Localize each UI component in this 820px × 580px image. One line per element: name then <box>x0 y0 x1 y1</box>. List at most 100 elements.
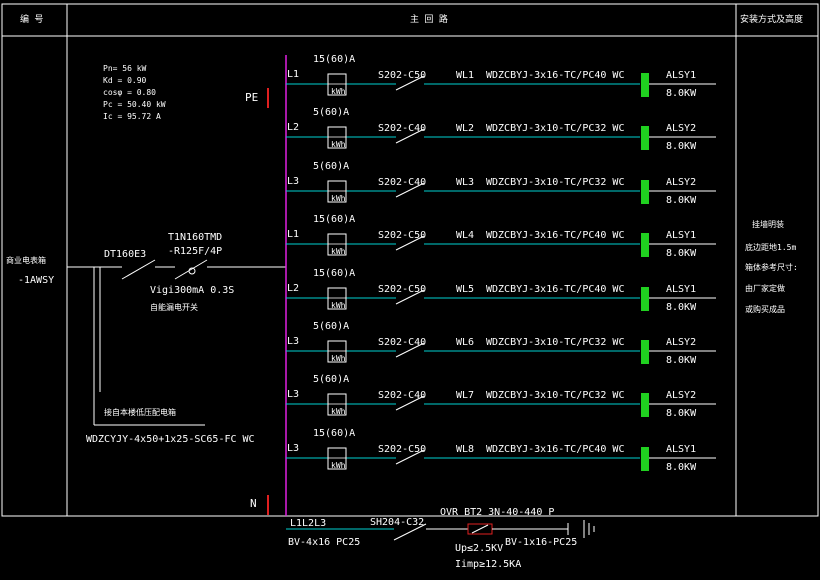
load-name: ALSY1 <box>666 230 697 241</box>
meter-symbol: kWh <box>331 461 346 470</box>
breaker-contact <box>395 342 425 358</box>
meter-symbol: kWh <box>331 87 346 96</box>
load-terminal <box>641 393 649 417</box>
breaker-contact <box>395 395 425 411</box>
load-name: ALSY2 <box>666 337 697 348</box>
circuit-cable: WDZCBYJ-3x16-TC/PC40 WC <box>486 284 625 295</box>
param-pn: Pn= 56 kW <box>103 64 147 73</box>
load-terminal <box>641 447 649 471</box>
load-name: ALSY2 <box>666 123 697 134</box>
circuit-phase: L1 <box>287 69 300 80</box>
meter-symbol: kWh <box>331 140 346 149</box>
breaker-model: S202-C50 <box>378 230 427 241</box>
header-number: 编 号 <box>20 15 44 25</box>
breaker-model: S202-C50 <box>378 444 427 455</box>
meter-box <box>327 340 347 363</box>
circuit-phase: L3 <box>287 389 300 400</box>
circuit-id: WL4 <box>456 230 475 241</box>
meter-symbol: kWh <box>331 247 346 256</box>
circuit-id: WL7 <box>456 390 475 401</box>
circuit-id: WL5 <box>456 284 475 295</box>
cable-note: 接自本楼低压配电箱 <box>104 408 176 417</box>
auto-switch-label: 自能漏电开关 <box>150 303 198 312</box>
breaker-label-2: -R125F/4P <box>168 246 223 257</box>
meter-box <box>327 73 347 96</box>
panel-id: -1AWSY <box>18 275 55 286</box>
circuit-cable: WDZCBYJ-3x10-TC/PC32 WC <box>486 123 625 134</box>
load-terminal <box>641 233 649 257</box>
circuit-cable: WDZCBYJ-3x16-TC/PC40 WC <box>486 230 625 241</box>
load-terminal <box>641 287 649 311</box>
breaker-label-1: T1N160TMD <box>168 232 223 243</box>
install-note-4: 由厂家定做 <box>745 284 785 293</box>
load-power: 8.0KW <box>666 302 697 313</box>
load-power: 8.0KW <box>666 248 697 259</box>
circuit-phase: L3 <box>287 443 300 454</box>
header-install: 安装方式及高度 <box>740 15 804 25</box>
n-label: N <box>250 497 257 510</box>
circuit-cable: WDZCBYJ-3x10-TC/PC32 WC <box>486 177 625 188</box>
load-name: ALSY1 <box>666 284 697 295</box>
breaker-model: S202-C50 <box>378 284 427 295</box>
load-name: ALSY2 <box>666 177 697 188</box>
param-pc: Pc = 50.40 kW <box>103 100 166 109</box>
header-main-circuit: 主 回 路 <box>410 15 448 25</box>
load-terminal <box>641 73 649 97</box>
breaker-model: S202-C40 <box>378 177 427 188</box>
load-name: ALSY1 <box>666 70 697 81</box>
spd-limp: Iimp≥12.5KA <box>455 559 522 570</box>
spd-phases: L1L2L3 <box>290 518 327 529</box>
circuit-phase: L1 <box>287 229 300 240</box>
load-name: ALSY1 <box>666 444 697 455</box>
meter-rating: 15(60)A <box>313 428 356 439</box>
breaker-contact <box>395 289 425 305</box>
circuit-id: WL8 <box>456 444 475 455</box>
circuit-cable: WDZCBYJ-3x16-TC/PC40 WC <box>486 444 625 455</box>
pe-label: PE <box>245 91 259 104</box>
meter-box <box>327 180 347 203</box>
param-ic: Ic = 95.72 A <box>103 112 161 121</box>
meter-rating: 15(60)A <box>313 214 356 225</box>
load-terminal <box>641 126 649 150</box>
incoming-feeder <box>67 259 286 426</box>
frame <box>1 3 819 517</box>
meter-rating: 15(60)A <box>313 54 356 65</box>
load-power: 8.0KW <box>666 141 697 152</box>
meter-box <box>327 393 347 416</box>
meter-rating: 5(60)A <box>313 161 350 172</box>
install-note-3: 箱体参考尺寸: <box>745 263 798 272</box>
spd-breaker: SH204-C32 <box>370 517 425 528</box>
meter-symbol: kWh <box>331 407 346 416</box>
circuit-phase: L3 <box>287 336 300 347</box>
breaker-contact <box>395 235 425 251</box>
install-note-5: 或购买成品 <box>745 305 785 314</box>
breaker-model: S202-C40 <box>378 390 427 401</box>
load-terminal <box>641 180 649 204</box>
install-note-1: 挂墙明装 <box>752 220 784 229</box>
meter-box <box>327 287 347 310</box>
breaker-model: S202-C50 <box>378 70 427 81</box>
circuit-id: WL3 <box>456 177 475 188</box>
param-kd: Kd = 0.90 <box>103 76 147 85</box>
circuit-id: WL2 <box>456 123 475 134</box>
breaker-contact <box>395 182 425 198</box>
circuit-phase: L3 <box>287 176 300 187</box>
circuit-id: WL6 <box>456 337 475 348</box>
load-power: 8.0KW <box>666 355 697 366</box>
circuit-cable: WDZCBYJ-3x10-TC/PC32 WC <box>486 337 625 348</box>
breaker-contact <box>395 75 425 91</box>
load-power: 8.0KW <box>666 88 697 99</box>
load-power: 8.0KW <box>666 462 697 473</box>
param-cos: cosφ = 0.80 <box>103 88 156 97</box>
install-note-2: 底边距地1.5m <box>745 243 797 252</box>
rcd-label: Vigi300mA 0.3S <box>150 285 235 296</box>
spd-cable: BV-4x16 PC25 <box>288 537 361 548</box>
meter-box <box>327 126 347 149</box>
meter-rating: 5(60)A <box>313 107 350 118</box>
fuse-label: DT160E3 <box>104 249 147 260</box>
breaker-model: S202-C40 <box>378 123 427 134</box>
load-terminal <box>641 340 649 364</box>
meter-rating: 5(60)A <box>313 374 350 385</box>
meter-box <box>327 233 347 256</box>
meter-box <box>327 447 347 470</box>
